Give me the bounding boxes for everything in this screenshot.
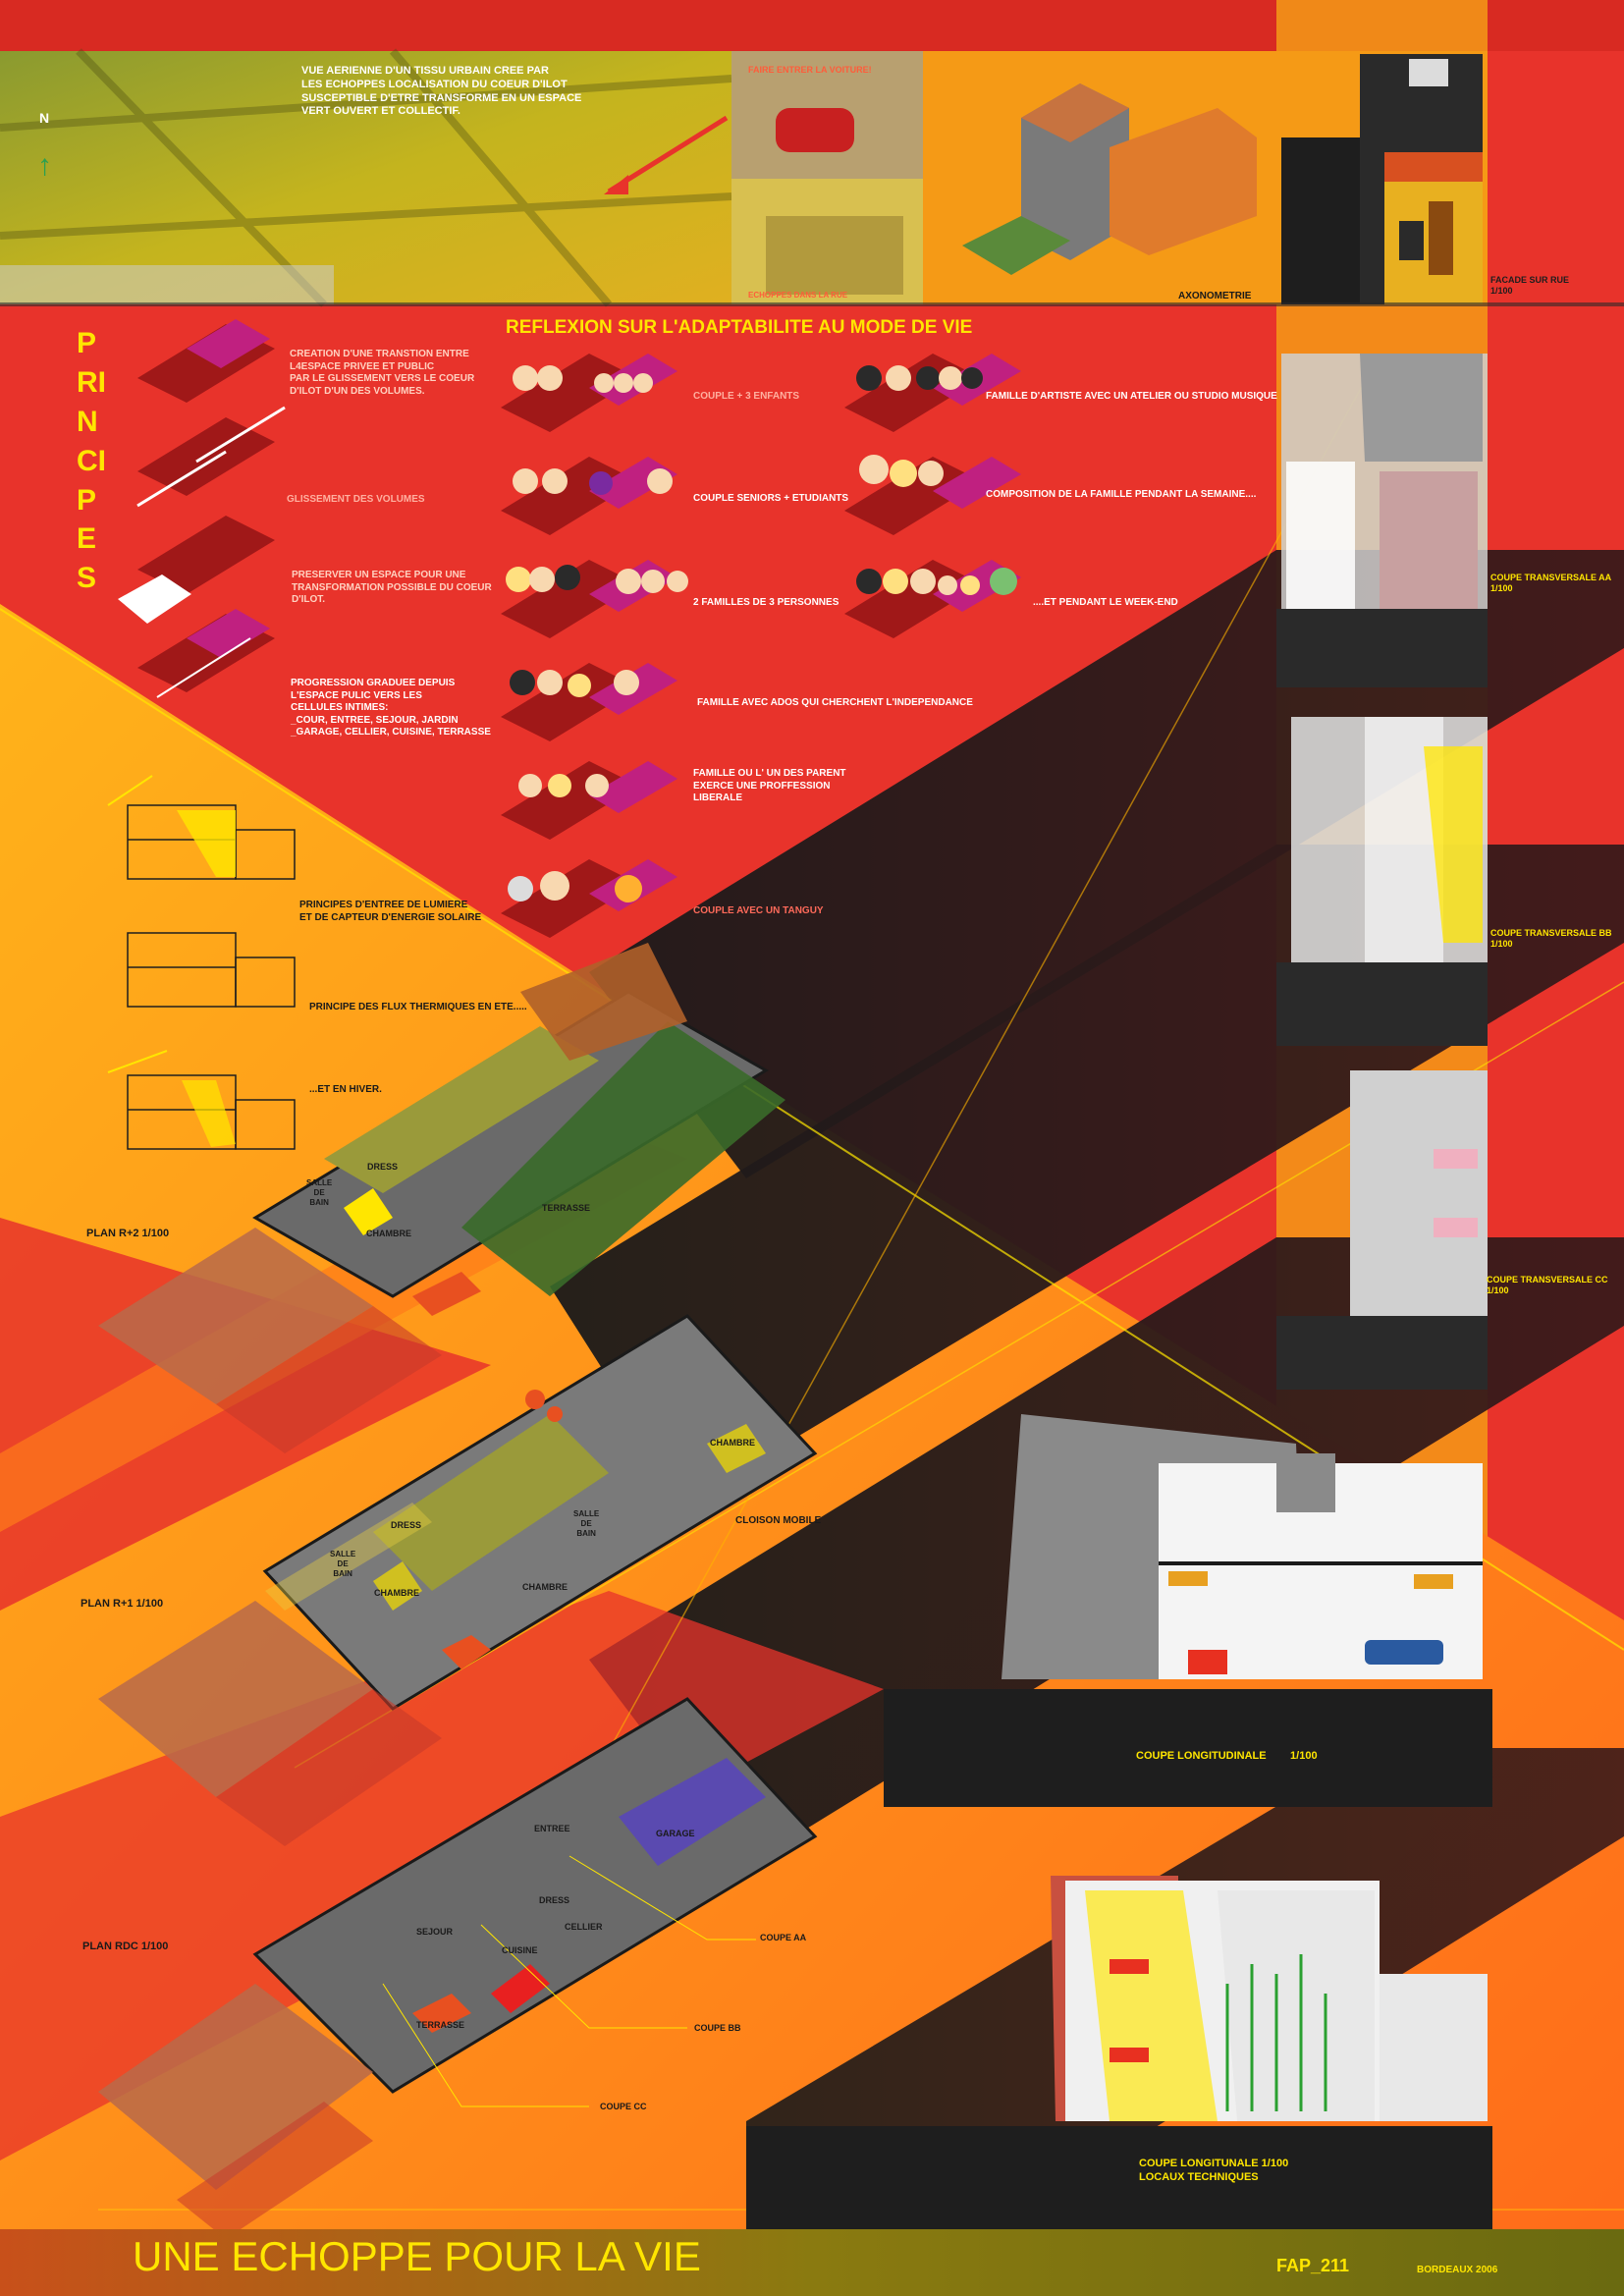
plan-r2-room-dress: DRESS [367, 1162, 399, 1172]
plan-r1-note: CLOISON MOBILE [735, 1515, 822, 1526]
photo1-caption: FAIRE ENTRER LA VOITURE! [748, 65, 872, 75]
plan-r1-room-sdb-2: SALLE DE BAIN [573, 1509, 600, 1538]
principes-title-text: PRINCIPES [77, 327, 106, 595]
footer-place: BORDEAUX 2006 [1417, 2265, 1498, 2275]
principes-item-4: PROGRESSION GRADUEE DEPUIS L'ESPACE PULI… [291, 678, 491, 738]
plan-r2-room-sdb: SALLE DE BAIN [306, 1178, 333, 1207]
plan-r1-room-dress: DRESS [391, 1520, 422, 1530]
section-long-label: COUPE LONGITUDINALE 1/100 [1136, 1750, 1318, 1762]
plan-rdc-room-cellier: CELLIER [565, 1922, 603, 1932]
reflexion-left-3: 2 FAMILLES DE 3 PERSONNES [693, 597, 839, 608]
plan-r1-room-sdb-1: SALLE DE BAIN [330, 1550, 356, 1578]
footer-title: UNE ECHOPPE POUR LA VIE [133, 2233, 701, 2279]
footer-code: FAP_211 [1276, 2256, 1350, 2275]
photo2-caption: ECHOPPES DANS LA RUE [748, 291, 848, 300]
plan-rdc-room-sejour: SEJOUR [416, 1927, 454, 1937]
reflexion-left-4: FAMILLE AVEC ADOS QUI CHERCHENT L'INDEPE… [697, 697, 973, 708]
axonometrie-label: AXONOMETRIE [1178, 291, 1252, 301]
plan-rdc-room-entree: ENTREE [534, 1824, 570, 1833]
north-label: N [39, 110, 50, 126]
plan-r2-room-chambre: CHAMBRE [366, 1229, 411, 1238]
reflexion-right-2: COMPOSITION DE LA FAMILLE PENDANT LA SEM… [986, 489, 1257, 500]
plan-r1-room-chambre-1: CHAMBRE [710, 1438, 755, 1448]
plan-r1-room-chambre-2: CHAMBRE [374, 1588, 419, 1598]
section-bb-label: COUPE TRANSVERSALE BB 1/100 [1490, 928, 1612, 950]
reflexion-right-1: FAMILLE D'ARTISTE AVEC UN ATELIER OU STU… [986, 391, 1277, 402]
plan-r2-room-terrasse: TERRASSE [542, 1203, 591, 1213]
plan-rdc-room-dress: DRESS [539, 1895, 570, 1905]
arrow-north-icon: ↑ [37, 149, 52, 182]
principes-title: PRINCIPES [77, 324, 106, 598]
reflexion-left-2: COUPLE SENIORS + ETUDIANTS [693, 493, 849, 504]
plan-rdc-label: PLAN RDC 1/100 [82, 1941, 169, 1952]
climate-item-3: ...ET EN HIVER. [309, 1084, 382, 1095]
section-cc-label: COUPE TRANSVERSALE CC 1/100 [1487, 1275, 1608, 1296]
principes-item-3: PRESERVER UN ESPACE POUR UNE TRANSFORMAT… [292, 570, 492, 605]
facade-label: FACADE SUR RUE 1/100 [1490, 275, 1570, 297]
plan-rdc-room-terrasse: TERRASSE [416, 2020, 465, 2030]
reflexion-left-5: FAMILLE OU L' UN DES PARENT EXERCE UNE P… [693, 768, 846, 803]
reflexion-right-3: ....ET PENDANT LE WEEK-END [1033, 597, 1178, 608]
plan-r2-label: PLAN R+2 1/100 [86, 1228, 170, 1239]
reflexion-left-1: COUPLE + 3 ENFANTS [693, 391, 800, 402]
plan-rdc-room-cuisine: CUISINE [502, 1945, 538, 1955]
reflexion-left-6: COUPLE AVEC UN TANGUY [693, 905, 824, 916]
plan-r1-room-chambre-3: CHAMBRE [522, 1582, 568, 1592]
plan-r1-label: PLAN R+1 1/100 [81, 1598, 164, 1610]
coupe-ref-bb: COUPE BB [694, 2023, 741, 2033]
plan-rdc-room-garage: GARAGE [656, 1829, 695, 1838]
climate-item-2: PRINCIPE DES FLUX THERMIQUES EN ETE..... [309, 1002, 527, 1012]
coupe-ref-cc: COUPE CC [600, 2102, 647, 2111]
climate-item-1: PRINCIPES D'ENTREE DE LUMIERE ET DE CAPT… [299, 900, 482, 923]
section-aa-label: COUPE TRANSVERSALE AA 1/100 [1490, 573, 1612, 594]
reflexion-title: REFLEXION SUR L'ADAPTABILITE AU MODE DE … [506, 317, 973, 338]
section-long2-label: COUPE LONGITUNALE 1/100 LOCAUX TECHNIQUE… [1139, 2158, 1289, 2183]
aerial-caption: VUE AERIENNE D'UN TISSU URBAIN CREE PAR … [301, 65, 582, 118]
coupe-ref-aa: COUPE AA [760, 1933, 807, 1942]
principes-item-2: GLISSEMENT DES VOLUMES [287, 494, 425, 505]
principes-item-1: CREATION D'UNE TRANSTION ENTRE L4ESPACE … [290, 349, 475, 397]
